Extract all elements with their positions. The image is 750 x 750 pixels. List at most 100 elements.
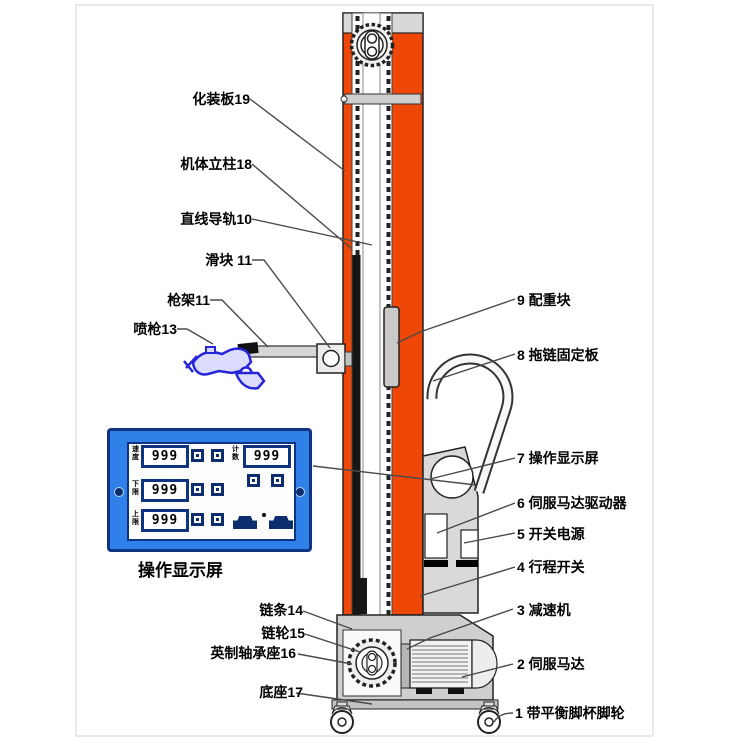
leader-18 [251, 163, 353, 250]
leader-10 [251, 218, 373, 246]
field-label-speed: 速度 [132, 446, 139, 461]
link-pin-top [367, 652, 377, 662]
spray-gun [183, 346, 266, 390]
caster-left [330, 701, 354, 734]
panel-screw-left [114, 487, 124, 497]
panel-button [191, 483, 204, 496]
caster-hub [484, 717, 494, 727]
leader-14 [302, 610, 353, 630]
chain-strip-bottom [353, 578, 367, 614]
panel-screw-right [295, 487, 305, 497]
leader-15 [304, 633, 361, 653]
panel-face: 速度 999 计数 999 下限 999 上限 999 [127, 442, 296, 541]
label-chain-14: 链条14 [259, 602, 303, 618]
label-decor-plate-19: 化装板19 [192, 91, 250, 107]
panel-button [211, 483, 224, 496]
panel-button [247, 474, 260, 487]
display-lower-limit: 999 [141, 479, 189, 502]
spray-gun-handle [234, 371, 266, 390]
leader-8 [432, 353, 516, 382]
reducer [400, 643, 411, 689]
switching-power-supply [460, 529, 479, 559]
servo-motor [400, 639, 498, 694]
panel-button [191, 449, 204, 462]
label-power-supply-5: 5 开关电源 [517, 526, 585, 542]
rail-clamp-bar [344, 93, 422, 105]
motor-body [409, 639, 473, 689]
machine-column [340, 12, 424, 651]
field-label-lower-limit: 下限 [132, 481, 139, 496]
label-servo-motor-2: 2 伺服马达 [517, 656, 585, 672]
motor-end-cap [471, 639, 498, 689]
leader-19 [249, 98, 346, 172]
label-gun-rack-11: 枪架11 [167, 292, 210, 308]
clamp-screw [340, 95, 348, 103]
leader-17 [295, 692, 373, 705]
slider-hole [322, 349, 340, 368]
label-dragchain-plate-8: 8 拖链固定板 [517, 347, 599, 363]
motor-foot-left [416, 688, 432, 694]
label-base-17: 底座17 [259, 684, 303, 700]
label-body-column-18: 机体立柱18 [180, 156, 252, 172]
caster-bracket [331, 705, 353, 715]
field-label-upper-limit: 上限 [132, 511, 139, 526]
leader-lines [177, 98, 516, 723]
link-pin-bottom [366, 46, 378, 57]
label-bearing-seat-16: 英制轴承座16 [210, 645, 296, 661]
spray-gun-cap [205, 346, 216, 354]
motor-foot-right [448, 688, 464, 694]
drawing-frame [75, 4, 654, 737]
label-caster-1: 1 带平衡脚杯脚轮 [515, 705, 625, 721]
leader-3 [406, 608, 514, 650]
display-count: 999 [243, 445, 291, 468]
panel-button [191, 513, 204, 526]
label-linear-rail-10: 直线导轨10 [180, 211, 252, 227]
counterweight-block [383, 306, 400, 388]
spray-gun-nozzle [183, 355, 198, 373]
operation-display-panel: 速度 999 计数 999 下限 999 上限 999 [107, 428, 312, 552]
link-pin-top [366, 33, 378, 44]
gun-arm-assembly [237, 341, 353, 374]
caster-bracket [478, 705, 500, 715]
field-label-count: 计数 [232, 446, 239, 461]
display-speed: 999 [141, 445, 189, 468]
label-spray-gun-13: 喷枪13 [133, 321, 177, 337]
label-reducer-3: 3 减速机 [517, 602, 571, 618]
leader-1 [493, 712, 514, 723]
leader-16 [297, 653, 353, 665]
slider-bracket [344, 351, 353, 367]
motor-fins [412, 645, 468, 683]
top-sprocket [349, 22, 395, 68]
travel-switch-left [424, 560, 448, 567]
leader-11-slider [252, 259, 331, 349]
leader-13 [177, 328, 214, 345]
panel-button [211, 513, 224, 526]
panel-caption: 操作显示屏 [138, 561, 223, 580]
leader-6 [436, 502, 516, 534]
label-sprocket-15: 链轮15 [261, 625, 305, 641]
display-upper-limit: 999 [141, 509, 189, 532]
servo-driver [424, 513, 448, 559]
leader-9 [396, 298, 516, 344]
chain-strip-dark [352, 255, 361, 615]
leader-5 [463, 532, 516, 544]
leader-2 [461, 663, 514, 678]
panel-indicator-dot [262, 513, 266, 517]
panel-jog-button-up [269, 516, 293, 529]
leader-panel-to-display [312, 465, 477, 486]
bottom-sprocket [347, 638, 397, 688]
leader-7 [429, 457, 516, 480]
label-counterweight-9: 9 配重块 [517, 292, 571, 308]
base-plate [331, 699, 499, 710]
panel-button [211, 449, 224, 462]
caster-right [477, 701, 501, 734]
label-travel-switch-4: 4 行程开关 [517, 559, 585, 575]
label-display-7: 7 操作显示屏 [517, 450, 599, 466]
leader-4 [419, 566, 516, 597]
display-mount-circle [430, 455, 474, 499]
travel-switch-right [456, 560, 478, 567]
label-servo-driver-6: 6 伺服马达驱动器 [517, 495, 627, 511]
link-pin-bottom [367, 664, 377, 674]
